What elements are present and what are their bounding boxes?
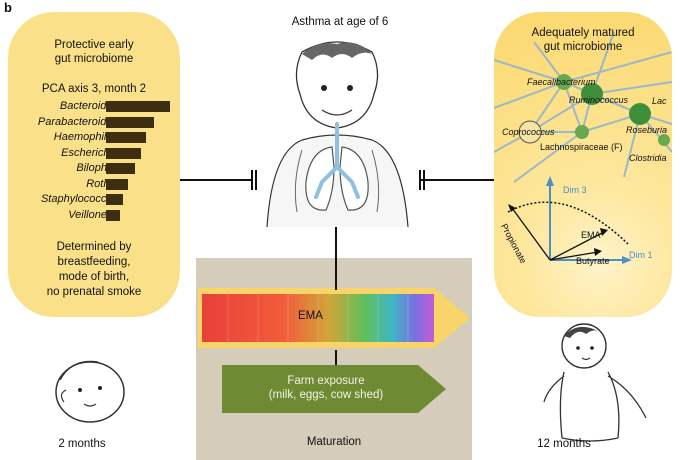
taxon-bar bbox=[106, 132, 146, 143]
toddler-illustration bbox=[543, 323, 647, 442]
dim1-arrowhead bbox=[622, 256, 632, 264]
label-lachnospiraceae: Lachnospiraceae (F) bbox=[540, 142, 623, 152]
protective-microbiome-title: Protective early gut microbiome bbox=[8, 38, 180, 66]
taxon-label: Bilophila bbox=[76, 162, 118, 174]
taxon-label: Bacteroides bbox=[59, 100, 118, 112]
propionate-vector bbox=[511, 207, 551, 261]
taxon-bar bbox=[106, 194, 123, 205]
asthma-title: Asthma at age of 6 bbox=[291, 16, 389, 28]
label-clostridia: Clostridia bbox=[629, 153, 667, 163]
faecalibacterium-node bbox=[556, 74, 572, 90]
taxon-bar bbox=[106, 178, 128, 190]
matured-title-line1: Adequately matured bbox=[531, 27, 635, 39]
ruminococcus-node bbox=[581, 83, 603, 105]
dotted-arc bbox=[507, 201, 629, 245]
taxon-label: Veillonella bbox=[68, 208, 118, 221]
lachnospiraceae-node bbox=[575, 125, 589, 139]
taxon-label: Staphylococcus bbox=[40, 193, 118, 205]
pca-axis-subtitle: PCA axis 3, month 2 bbox=[41, 83, 147, 95]
taxon-label: Escherichia bbox=[61, 146, 118, 159]
baby-illustration bbox=[55, 360, 125, 423]
taxon-label: Parabacteroides bbox=[37, 115, 118, 128]
panel-letter: b bbox=[4, 0, 12, 15]
ema-label: EMA bbox=[298, 310, 323, 322]
label-roseburia: Roseburia bbox=[626, 125, 668, 135]
age-12-months-label: 12 months bbox=[537, 438, 591, 450]
butyrate-arrowhead bbox=[594, 248, 602, 256]
matured-microbiome-panel bbox=[494, 12, 672, 317]
taxon-bar bbox=[106, 116, 154, 128]
taxon-label: Haemophilus bbox=[53, 131, 118, 143]
matured-title-line2: gut microbiome bbox=[543, 41, 623, 53]
farm-line2: (milk, eggs, cow shed) bbox=[268, 389, 384, 401]
butyrate-vector bbox=[549, 251, 599, 261]
protective-title-line2: gut microbiome bbox=[54, 53, 134, 65]
farm-line1: Farm exposure bbox=[287, 375, 365, 387]
roseburia-node bbox=[629, 103, 651, 125]
label-faecalibacterium: Faecalibacterium bbox=[527, 77, 596, 87]
network-and-vector-plot bbox=[494, 31, 672, 264]
matured-microbiome-title: Adequately matured gut microbiome bbox=[494, 26, 672, 54]
label-butyrate: Butyrate bbox=[576, 256, 610, 266]
age-2-months-label: 2 months bbox=[58, 438, 106, 450]
determinants-line3: mode of birth, bbox=[58, 271, 130, 283]
child-lungs-illustration bbox=[266, 41, 409, 228]
ema-arrow bbox=[198, 288, 470, 348]
clostridia-node bbox=[658, 134, 670, 146]
taxon-bar bbox=[106, 101, 170, 112]
determinants-text: Determined by breastfeeding, mode of bir… bbox=[8, 240, 180, 300]
taxon-bar bbox=[106, 163, 135, 174]
label-ema-vector: EMA bbox=[581, 230, 601, 240]
propionate-arrowhead bbox=[508, 204, 516, 212]
determinants-line4: no prenatal smoke bbox=[46, 286, 142, 298]
dim3-arrowhead bbox=[546, 176, 554, 186]
taxon-label: Rothia bbox=[86, 177, 118, 190]
ema-arrowhead bbox=[600, 228, 608, 236]
protective-microbiome-panel bbox=[8, 12, 180, 317]
farm-exposure-text: Farm exposure (milk, eggs, cow shed) bbox=[226, 374, 426, 402]
label-dim3: Dim 3 bbox=[563, 185, 587, 195]
determinants-line2: breastfeeding, bbox=[57, 256, 131, 268]
taxon-bar bbox=[106, 147, 141, 159]
label-coprococcus: Coprococcus bbox=[502, 127, 555, 137]
label-ruminococcus: Ruminococcus bbox=[569, 95, 629, 105]
protective-title-line1: Protective early bbox=[54, 39, 134, 51]
farm-exposure-arrow bbox=[222, 365, 446, 413]
maturation-label: Maturation bbox=[306, 436, 362, 448]
label-lac: Lac bbox=[652, 96, 667, 106]
determinants-line1: Determined by bbox=[56, 241, 132, 253]
label-dim1: Dim 1 bbox=[629, 250, 653, 260]
taxon-bar bbox=[106, 209, 120, 221]
coprococcus-node bbox=[518, 120, 542, 144]
ema-vector bbox=[549, 231, 605, 261]
